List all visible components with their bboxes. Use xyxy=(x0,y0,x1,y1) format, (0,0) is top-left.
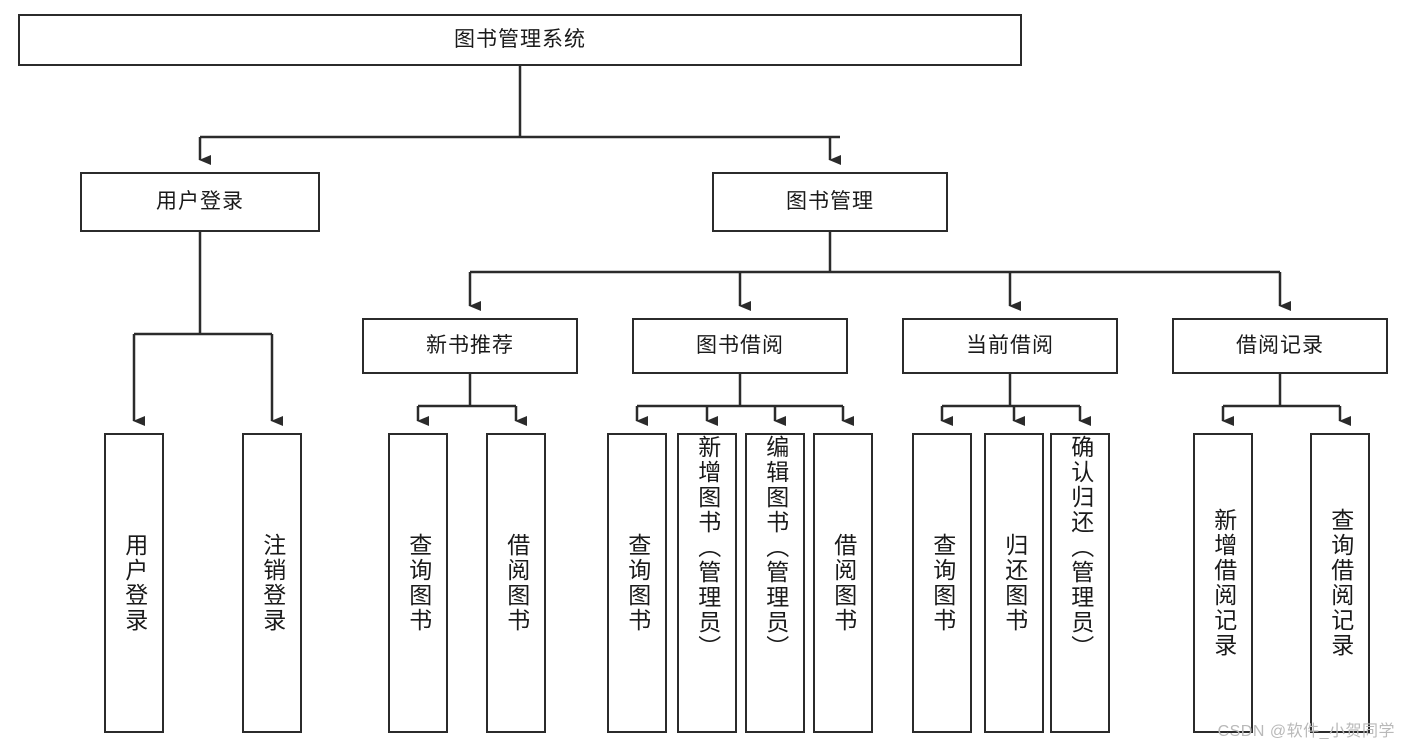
node-current-borrow[interactable]: 当前借阅 xyxy=(902,318,1118,374)
leaf-borrow-book-1-label: 借阅图书 xyxy=(503,533,530,633)
leaf-add-book-label: 新增图书（管理员） xyxy=(694,435,721,660)
node-book-manage[interactable]: 图书管理 xyxy=(712,172,948,232)
node-book-borrow[interactable]: 图书借阅 xyxy=(632,318,848,374)
leaf-query-book-3[interactable]: 查询图书 xyxy=(912,433,972,733)
leaf-edit-book[interactable]: 编辑图书（管理员） xyxy=(745,433,805,733)
leaf-logout-label: 注销登录 xyxy=(259,533,286,633)
leaf-query-book-1[interactable]: 查询图书 xyxy=(388,433,448,733)
leaf-edit-book-label: 编辑图书（管理员） xyxy=(762,435,789,660)
leaf-query-book-3-label: 查询图书 xyxy=(929,533,956,633)
node-current-borrow-label: 当前借阅 xyxy=(966,333,1054,357)
node-borrow-record-label: 借阅记录 xyxy=(1236,333,1324,357)
leaf-borrow-book-1[interactable]: 借阅图书 xyxy=(486,433,546,733)
leaf-user-login[interactable]: 用户登录 xyxy=(104,433,164,733)
node-user-login[interactable]: 用户登录 xyxy=(80,172,320,232)
node-root-label: 图书管理系统 xyxy=(454,27,586,51)
leaf-query-record[interactable]: 查询借阅记录 xyxy=(1310,433,1370,733)
leaf-confirm-return[interactable]: 确认归还（管理员） xyxy=(1050,433,1110,733)
leaf-user-login-label: 用户登录 xyxy=(121,533,148,633)
leaf-return-book-label: 归还图书 xyxy=(1001,533,1028,633)
node-borrow-record[interactable]: 借阅记录 xyxy=(1172,318,1388,374)
leaf-logout[interactable]: 注销登录 xyxy=(242,433,302,733)
node-book-manage-label: 图书管理 xyxy=(786,189,874,213)
node-book-borrow-label: 图书借阅 xyxy=(696,333,784,357)
leaf-query-book-1-label: 查询图书 xyxy=(405,533,432,633)
edge-userlogin-to-leaves xyxy=(132,232,283,426)
leaf-add-record-label: 新增借阅记录 xyxy=(1210,508,1237,658)
node-root[interactable]: 图书管理系统 xyxy=(18,14,1022,66)
leaf-confirm-return-label: 确认归还（管理员） xyxy=(1067,435,1094,660)
leaf-query-book-2-label: 查询图书 xyxy=(624,533,651,633)
leaf-query-book-2[interactable]: 查询图书 xyxy=(607,433,667,733)
edge-newbook-to-leaves xyxy=(416,374,527,426)
edge-root-to-level1 xyxy=(198,66,841,165)
node-new-book-rec-label: 新书推荐 xyxy=(426,333,514,357)
leaf-add-record[interactable]: 新增借阅记录 xyxy=(1193,433,1253,733)
edge-bookmanage-to-level2 xyxy=(468,232,1291,311)
leaf-borrow-book-2[interactable]: 借阅图书 xyxy=(813,433,873,733)
edge-currentborrow-to-leaves xyxy=(940,374,1091,426)
node-new-book-rec[interactable]: 新书推荐 xyxy=(362,318,578,374)
edge-borrowrecord-to-leaves xyxy=(1221,374,1351,426)
leaf-add-book[interactable]: 新增图书（管理员） xyxy=(677,433,737,733)
watermark-text: CSDN @软件_小贺同学 xyxy=(1217,723,1395,740)
leaf-borrow-book-2-label: 借阅图书 xyxy=(830,533,857,633)
leaf-return-book[interactable]: 归还图书 xyxy=(984,433,1044,733)
node-user-login-label: 用户登录 xyxy=(156,189,244,213)
edge-bookborrow-to-leaves xyxy=(635,374,854,426)
leaf-query-record-label: 查询借阅记录 xyxy=(1327,508,1354,658)
